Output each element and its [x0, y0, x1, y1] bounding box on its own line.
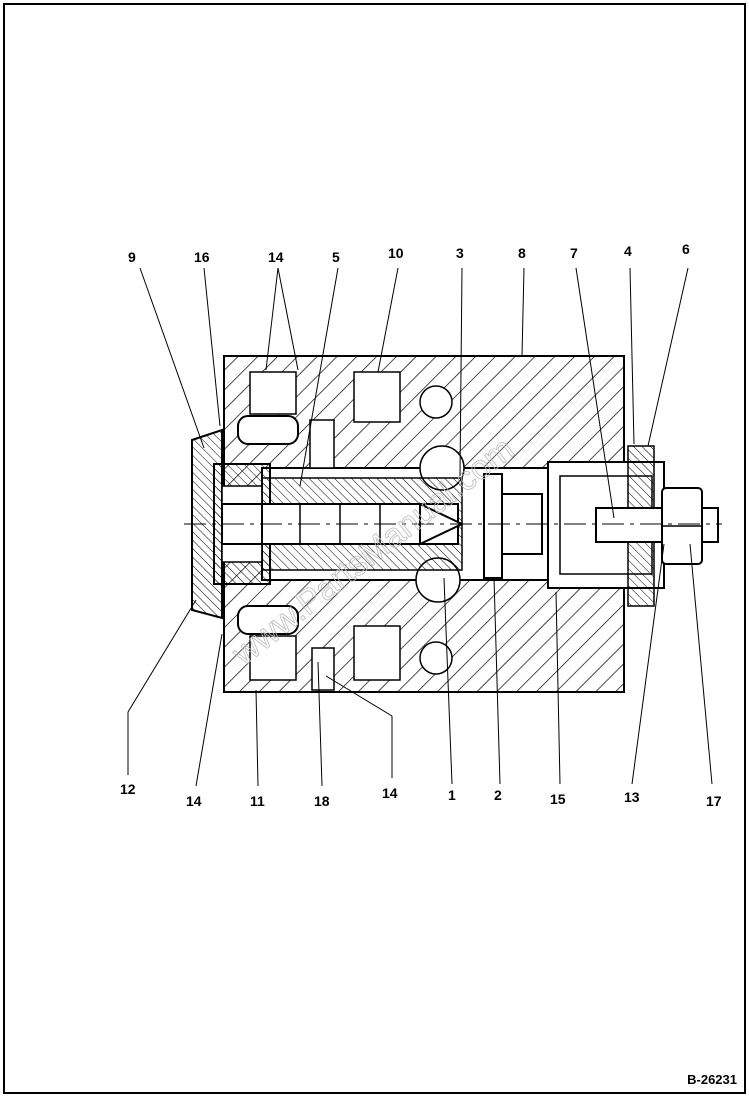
- figure-id: B-26231: [687, 1072, 737, 1087]
- callout-10: 10: [388, 245, 404, 261]
- callout-6: 6: [682, 241, 690, 257]
- callout-12: 12: [120, 781, 136, 797]
- callout-17: 17: [706, 793, 722, 809]
- callout-1: 1: [448, 787, 456, 803]
- callout-13: 13: [624, 789, 640, 805]
- callout-2: 2: [494, 787, 502, 803]
- callout-18: 18: [314, 793, 330, 809]
- callout-16: 16: [194, 249, 210, 265]
- leader-lines: [127, 267, 713, 787]
- callout-5: 5: [332, 249, 340, 265]
- callout-11: 11: [250, 793, 265, 809]
- page-border: [3, 3, 746, 1094]
- callout-3: 3: [456, 245, 464, 261]
- callout-14-bottom: 14: [382, 785, 398, 801]
- callout-9: 9: [128, 249, 136, 265]
- callout-8: 8: [518, 245, 526, 261]
- callout-7: 7: [570, 245, 578, 261]
- callout-14-bottom-left: 14: [186, 793, 202, 809]
- right-cap: [547, 445, 719, 607]
- callout-14-top: 14: [268, 249, 284, 265]
- callout-4: 4: [624, 243, 632, 259]
- callout-15: 15: [550, 791, 566, 807]
